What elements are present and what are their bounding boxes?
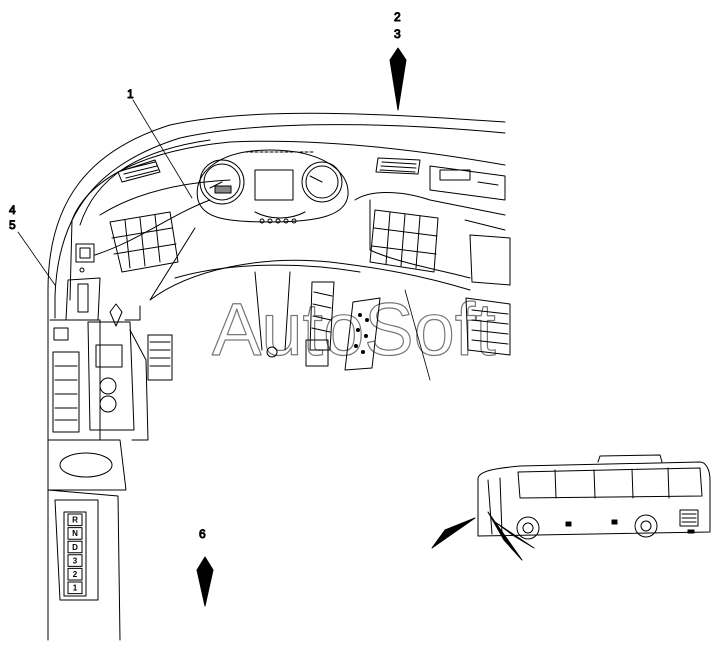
gear-label-3: 3 — [73, 556, 78, 565]
callout-5: 5 — [9, 218, 16, 232]
right-vent — [375, 157, 421, 175]
callout-1: 1 — [127, 87, 134, 101]
gear-cell — [67, 540, 83, 554]
tachometer-gauge — [301, 161, 343, 203]
gear-selector: RND 3 2 1 — [63, 511, 87, 597]
floor-grille — [147, 334, 173, 381]
right-switch-panel — [369, 209, 439, 273]
instrument-cluster — [196, 149, 349, 224]
callout-3: 3 — [394, 27, 401, 41]
callout-6: 6 — [199, 527, 206, 541]
gear-label-R: R — [72, 516, 78, 525]
steering-column — [254, 271, 291, 358]
gear-cell — [67, 581, 83, 595]
lower-console — [47, 439, 127, 641]
gear-label-N: N — [72, 529, 78, 538]
bus-front-wheel — [516, 516, 540, 540]
gear-label-1: 1 — [73, 584, 78, 593]
speedometer-gauge — [199, 159, 245, 205]
callout-2: 2 — [394, 10, 401, 24]
watermark: AutoSoft — [212, 288, 496, 371]
gear-label-D: D — [72, 543, 78, 552]
arrow-2-3 — [389, 47, 407, 111]
view-arrows — [431, 511, 535, 561]
gear-cell — [67, 513, 83, 527]
gear-cell — [67, 527, 83, 540]
right-console — [465, 234, 511, 356]
left-switch-panel — [109, 211, 179, 273]
gear-label-2: 2 — [73, 570, 78, 579]
warning-display — [214, 185, 232, 194]
gear-cell — [67, 554, 83, 567]
left-vent — [117, 159, 161, 183]
left-console — [49, 319, 149, 441]
radio-unit — [429, 165, 506, 201]
brake-pedal — [305, 281, 335, 367]
windshield-outline — [47, 112, 506, 641]
leader-lines — [17, 99, 431, 381]
center-display — [254, 169, 294, 201]
dashboard-panel — [69, 140, 506, 301]
callout-4: 4 — [9, 203, 16, 217]
arrow-6 — [196, 556, 214, 607]
bus-illustration — [477, 454, 711, 540]
gear-cell — [67, 567, 83, 581]
bus-rear-wheel — [634, 514, 658, 538]
accelerator-pedal — [344, 297, 381, 371]
